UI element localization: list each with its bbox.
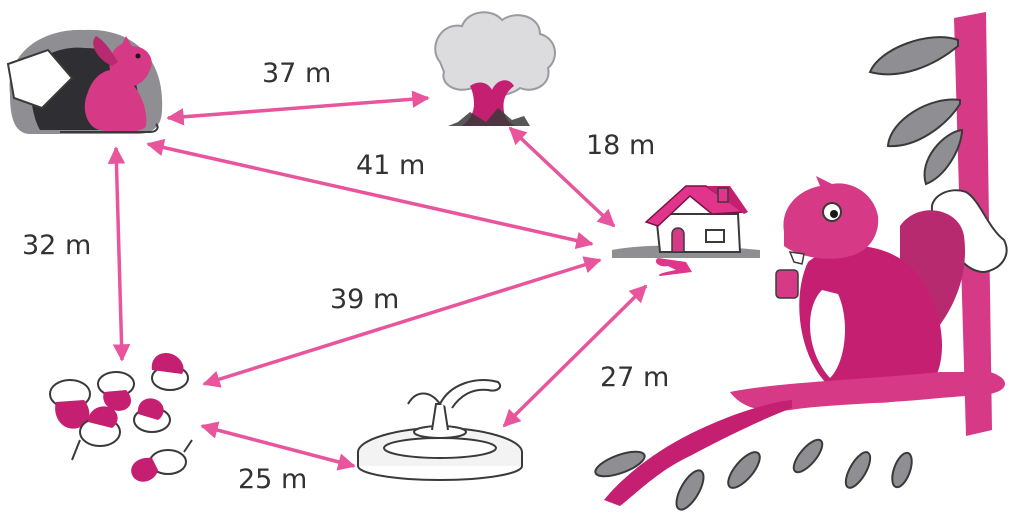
tree-icon (435, 12, 555, 126)
arrow-acorns-house (204, 260, 600, 384)
arrow-acorns-fountain (202, 426, 354, 466)
squirrel-on-branch-icon (592, 12, 1006, 514)
distance-label-den-tree: 37 m (262, 58, 331, 89)
acorns-icon (50, 353, 192, 482)
distance-label-den-acorns: 32 m (22, 230, 91, 261)
house-icon (612, 186, 760, 276)
arrow-den-tree (168, 98, 428, 118)
distance-label-den-house: 41 m (356, 150, 425, 181)
arrow-fountain-house (504, 286, 646, 426)
arrow-den-acorns (116, 148, 122, 360)
squirrel-den-icon (8, 30, 162, 134)
distance-label-tree-house: 18 m (586, 130, 655, 161)
fountain-icon (358, 380, 522, 480)
distance-label-fountain-house: 27 m (600, 362, 669, 393)
distance-label-acorns-house: 39 m (330, 284, 399, 315)
distance-label-acorns-fountain: 25 m (238, 464, 307, 495)
